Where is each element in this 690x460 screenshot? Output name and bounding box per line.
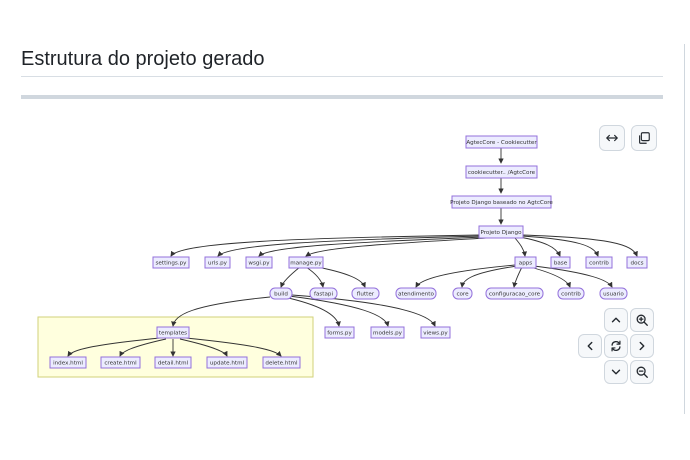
node-detail: detail.html — [154, 356, 192, 369]
node-apps: apps — [514, 256, 537, 269]
node-create-label: create.html — [104, 361, 137, 367]
node-models-label: models.py — [373, 331, 403, 337]
node-manage-label: manage.py — [290, 261, 322, 267]
diagram-top-border — [21, 95, 663, 99]
node-contrib-top: contrib — [585, 256, 613, 269]
node-contrib-top-label: contrib — [589, 261, 609, 267]
node-core: core — [452, 287, 473, 300]
expand-horizontal-icon — [606, 134, 618, 142]
node-templates-label: templates — [159, 331, 187, 337]
arrow-left-icon — [587, 341, 593, 351]
node-projeto-base: Projeto Django baseado no AgtcCore — [450, 195, 553, 209]
node-docs-label: docs — [631, 261, 644, 267]
node-contrib-apps: contrib — [557, 287, 585, 300]
node-contrib-apps-label: contrib — [561, 292, 581, 298]
reset-view-button[interactable] — [604, 334, 628, 358]
node-fastapi: fastapi — [309, 287, 338, 300]
node-create: create.html — [100, 356, 141, 369]
node-docs: docs — [626, 256, 648, 269]
node-build-label: build — [274, 292, 288, 298]
node-delete-label: delete.html — [265, 361, 298, 367]
arrow-up-icon — [611, 317, 621, 323]
node-views-label: views.py — [423, 331, 448, 337]
node-wsgi-label: wsgi.py — [248, 261, 270, 267]
node-delete: delete.html — [262, 356, 301, 369]
node-configuracao-core-label: configuracao_core — [489, 292, 541, 298]
node-base: base — [550, 256, 571, 269]
node-apps-label: apps — [519, 261, 533, 267]
node-index: index.html — [49, 356, 87, 369]
arrow-right-icon — [639, 341, 645, 351]
node-urls-label: urls.py — [208, 261, 228, 267]
pan-down-button[interactable] — [604, 360, 628, 384]
node-index-label: index.html — [53, 361, 83, 367]
node-usuario-label: usuario — [603, 292, 624, 298]
pan-right-button[interactable] — [630, 334, 654, 358]
node-configuracao-core: configuracao_core — [485, 287, 544, 300]
title-divider — [21, 76, 663, 77]
node-manage: manage.py — [288, 256, 324, 269]
node-settings: settings.py — [152, 256, 190, 269]
node-settings-label: settings.py — [156, 261, 188, 267]
node-atendimento: atendimento — [395, 287, 437, 300]
node-update-label: update.html — [210, 361, 245, 367]
node-models: models.py — [370, 326, 405, 339]
node-flutter-label: flutter — [357, 292, 375, 298]
page-title: Estrutura do projeto gerado — [21, 48, 265, 70]
arrow-down-icon — [611, 369, 621, 375]
node-base-label: base — [554, 261, 568, 267]
node-core-label: core — [456, 292, 469, 298]
pan-up-button[interactable] — [604, 308, 628, 332]
node-root: AgtecCore - Cookiecutter — [465, 135, 538, 149]
expand-diagram-button[interactable] — [599, 125, 625, 151]
node-usuario: usuario — [599, 287, 628, 300]
node-urls: urls.py — [204, 256, 231, 269]
node-forms: forms.py — [324, 326, 355, 339]
zoom-in-button[interactable] — [630, 308, 654, 332]
node-forms-label: forms.py — [327, 331, 352, 337]
copy-button[interactable] — [631, 125, 657, 151]
node-wsgi: wsgi.py — [245, 256, 273, 269]
diagram-edges — [67, 148, 638, 357]
node-cookiecutter-label: cookiecutter.. /AgtcCore — [468, 170, 536, 176]
node-projeto-django-label: Projeto Django — [480, 230, 522, 236]
zoom-in-icon — [636, 314, 648, 326]
node-build: build — [269, 287, 293, 300]
node-cookiecutter: cookiecutter.. /AgtcCore — [465, 165, 538, 179]
copy-icon — [639, 132, 650, 144]
node-flutter: flutter — [351, 287, 380, 300]
node-views: views.py — [420, 326, 451, 339]
pan-left-button[interactable] — [578, 334, 602, 358]
node-fastapi-label: fastapi — [314, 292, 333, 298]
node-root-label: AgtecCore - Cookiecutter — [466, 140, 537, 146]
reset-icon — [611, 340, 621, 352]
node-atendimento-label: atendimento — [398, 292, 434, 298]
node-detail-label: detail.html — [158, 361, 189, 367]
zoom-out-button[interactable] — [630, 360, 654, 384]
node-projeto-django: Projeto Django — [478, 225, 524, 239]
zoom-out-icon — [636, 366, 648, 378]
node-projeto-base-label: Projeto Django baseado no AgtcCore — [450, 200, 553, 206]
node-update: update.html — [206, 356, 248, 369]
scrollbar-track[interactable] — [684, 44, 685, 414]
node-templates: templates — [156, 326, 190, 339]
